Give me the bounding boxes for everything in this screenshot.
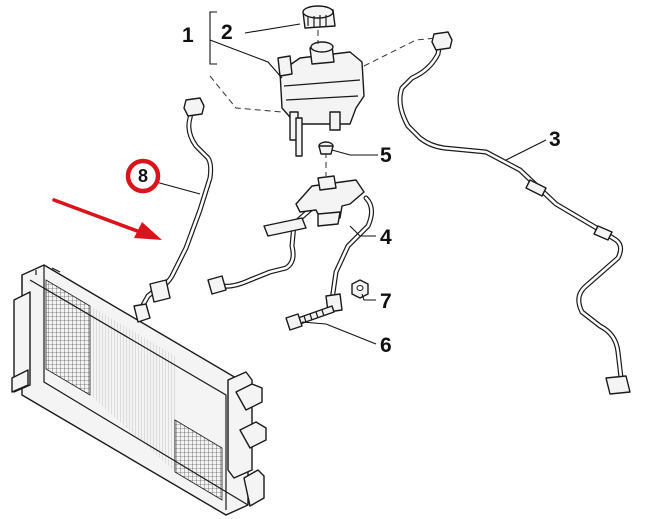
callout-3: 3: [549, 128, 561, 151]
red-arrow-pointer: [52, 198, 162, 240]
callout-1: 1: [182, 24, 194, 47]
callout-8-highlight: 8: [125, 158, 161, 194]
callout-7: 7: [380, 290, 392, 313]
filler-cap: [302, 5, 336, 29]
grommet: [318, 141, 334, 155]
expansion-tank: [277, 41, 365, 157]
bolt: [285, 305, 335, 331]
callout-6: 6: [380, 334, 392, 357]
highlight-ring: [125, 158, 161, 194]
assembly-line-tank-left: [209, 75, 283, 113]
leader-1: [209, 39, 283, 79]
leader-6: [301, 321, 377, 345]
leader-3: [505, 139, 547, 161]
leader-8: [155, 181, 201, 195]
hose-bracket-4: [207, 175, 374, 313]
callout-8: 8: [138, 166, 148, 186]
hose-8: [133, 97, 214, 323]
leader-1-2-bracket: [209, 11, 217, 65]
callout-5: 5: [380, 144, 392, 167]
leader-2: [244, 23, 301, 34]
leader-4: [349, 225, 376, 237]
leader-7: [361, 293, 376, 301]
radiator: [11, 264, 267, 516]
leader-5: [331, 149, 378, 156]
hose-3: [397, 31, 631, 395]
nut: [351, 279, 369, 299]
assembly-line-tank-right: [363, 37, 437, 67]
callout-2: 2: [221, 21, 233, 44]
callout-4: 4: [380, 226, 392, 249]
